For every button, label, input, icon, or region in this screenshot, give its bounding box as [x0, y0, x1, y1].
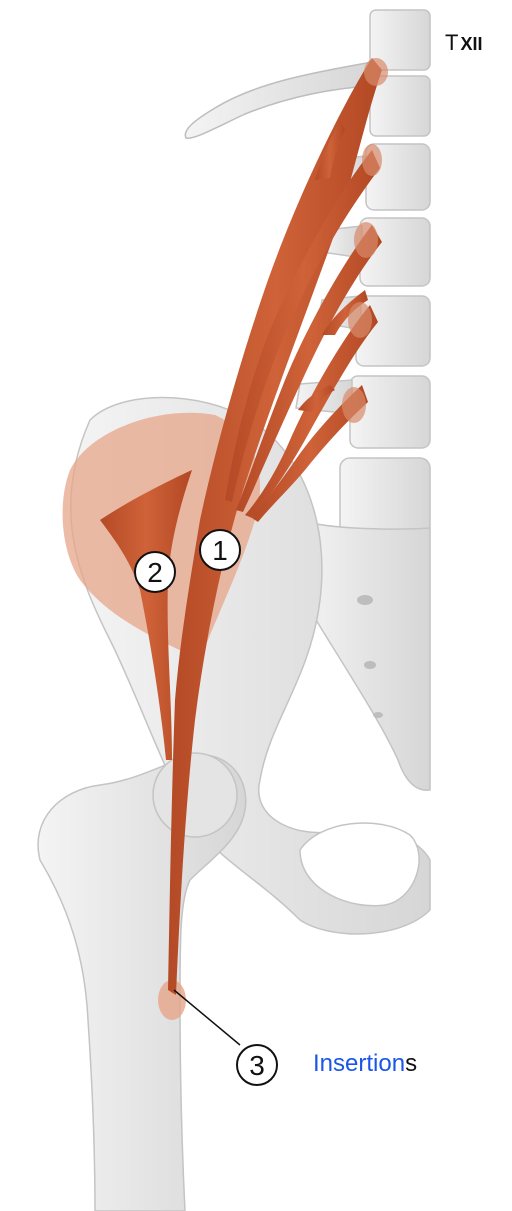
vertebra-roman: XII	[460, 34, 482, 54]
callout-1-number: 1	[212, 535, 228, 566]
insertion-link[interactable]: Insertion	[313, 1050, 405, 1077]
femoral-head	[153, 753, 237, 837]
callout-2-number: 2	[147, 557, 163, 588]
callout-3-number: 3	[249, 1050, 265, 1081]
callout-3-leader	[174, 990, 240, 1045]
vertebra-prefix: T	[445, 30, 458, 55]
insertion-caption-rest: s	[405, 1050, 417, 1077]
insertion-caption: Insertions	[313, 1050, 417, 1078]
